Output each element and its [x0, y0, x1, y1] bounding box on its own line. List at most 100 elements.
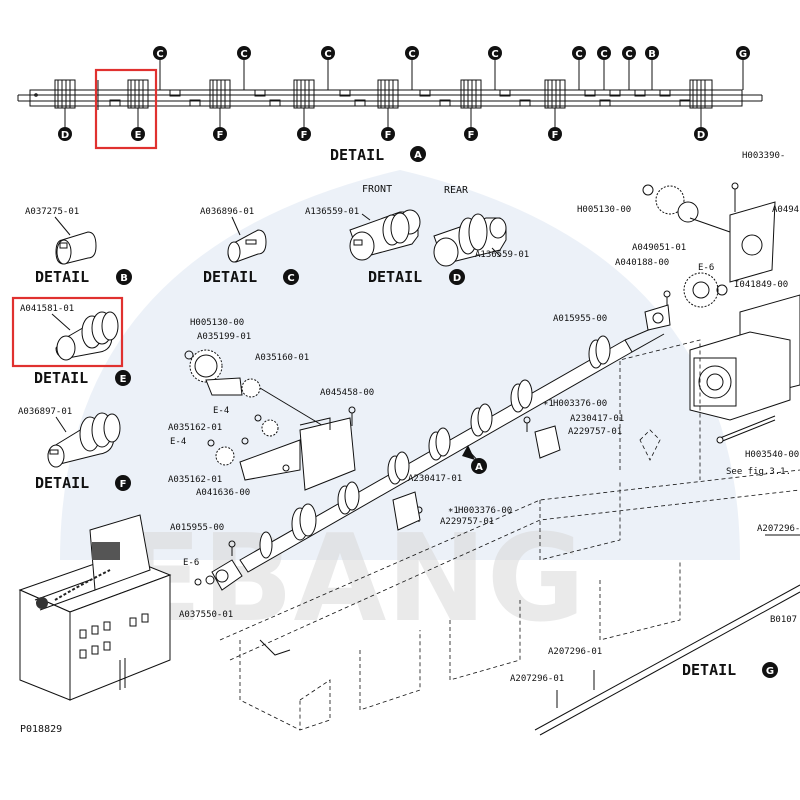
label-a229757-lower: A229757-01: [440, 517, 494, 527]
detail-g-rods: [534, 534, 800, 736]
label-front: FRONT: [362, 184, 392, 195]
label-mark-1-upper: ∗1: [543, 399, 554, 409]
callout-g-title: G: [762, 662, 778, 678]
detail-b: A037275-01 DETAIL: [25, 207, 97, 286]
gear-group-left: [184, 349, 356, 491]
svg-text:E: E: [135, 130, 142, 141]
label-a035199: A035199-01: [197, 332, 251, 342]
callout-c-1: C: [153, 46, 167, 60]
label-h003376-lower: H003376-00: [458, 506, 512, 516]
svg-text:D: D: [61, 130, 69, 141]
label-a036897: A036897-01: [18, 407, 72, 417]
svg-text:C: C: [625, 49, 632, 60]
callout-d-2: D: [694, 127, 708, 141]
label-h005130-left: H005130-00: [190, 318, 244, 328]
svg-text:A: A: [475, 462, 483, 473]
label-see-fig: See fig.3.1.: [726, 467, 791, 477]
label-a015955-right: A015955-00: [553, 314, 607, 324]
callout-c-2: C: [237, 46, 251, 60]
label-mark-1-lower: ∗1: [448, 506, 459, 516]
label-a0494: A0494: [772, 205, 799, 215]
detail-f-title: DETAIL: [35, 474, 89, 492]
svg-text:C: C: [324, 49, 331, 60]
detail-e-title: DETAIL: [34, 369, 88, 387]
label-a035162-lower: A035162-01: [168, 475, 222, 485]
detail-f: A036897-01 DETAIL: [18, 407, 121, 492]
detail-g-title: DETAIL: [682, 661, 736, 679]
label-a036896: A036896-01: [200, 207, 254, 217]
callout-f-title: F: [115, 475, 131, 491]
callout-b-top: B: [645, 46, 659, 60]
callout-c-8: C: [622, 46, 636, 60]
svg-text:A: A: [414, 150, 422, 161]
callout-c-7: C: [597, 46, 611, 60]
label-a035162-upper: A035162-01: [168, 423, 222, 433]
callout-g-top: G: [736, 46, 750, 60]
svg-text:B: B: [648, 49, 656, 60]
detail-d: FRONT REAR A136559-01 A136559-01 DETAIL: [305, 184, 529, 286]
label-a229757-upper: A229757-01: [568, 427, 622, 437]
svg-text:G: G: [766, 666, 774, 677]
callout-c-3: C: [321, 46, 335, 60]
svg-text:C: C: [287, 273, 294, 284]
svg-text:B: B: [120, 273, 128, 284]
label-a230417-upper: A230417-01: [570, 414, 624, 424]
bearing-left: [194, 540, 243, 591]
detail-a-title: DETAIL: [330, 146, 384, 164]
svg-text:C: C: [575, 49, 582, 60]
mid-brackets: [392, 416, 561, 531]
svg-text:E: E: [120, 374, 127, 385]
callout-e-title: E: [115, 370, 131, 386]
callout-d-1: D: [58, 127, 72, 141]
frame-dashed: [219, 339, 800, 731]
detail-d-title: DETAIL: [368, 268, 422, 286]
highlight-box-detail-e-on-shaft: [94, 68, 158, 150]
label-a230417-lower: A230417-01: [408, 474, 462, 484]
gear-group-right: [642, 182, 800, 444]
label-a041636: A041636-00: [196, 488, 250, 498]
svg-text:C: C: [408, 49, 415, 60]
label-a207296-left: A207296-01: [510, 674, 564, 684]
svg-text:C: C: [156, 49, 163, 60]
highlight-box-detail-e-part: [11, 296, 124, 368]
label-e4-upper: E-4: [213, 406, 229, 416]
label-a035160: A035160-01: [255, 353, 309, 363]
label-a207296-right: A207296-01: [757, 524, 800, 534]
label-a049051: A049051-01: [632, 243, 686, 253]
svg-text:C: C: [240, 49, 247, 60]
machine-overview: [18, 514, 172, 701]
label-h005130-right: H005130-00: [577, 205, 631, 215]
callout-e-1: E: [131, 127, 145, 141]
svg-text:D: D: [453, 273, 461, 284]
label-e6-left: E-6: [183, 558, 199, 568]
callout-f-4: F: [464, 127, 478, 141]
svg-text:F: F: [217, 130, 224, 141]
detail-e: A041581-01 DETAIL: [20, 304, 119, 387]
callout-f-3: F: [381, 127, 395, 141]
callout-c-4: C: [405, 46, 419, 60]
label-a207296-mid: A207296-01: [548, 647, 602, 657]
label-h003376-upper: H003376-00: [553, 399, 607, 409]
svg-text:F: F: [120, 479, 127, 490]
label-a037275: A037275-01: [25, 207, 79, 217]
detail-b-title: DETAIL: [35, 268, 89, 286]
detail-c: A036896-01 DETAIL: [200, 207, 267, 286]
callout-f-2: F: [297, 127, 311, 141]
callout-a-main: A: [471, 458, 487, 474]
svg-text:F: F: [468, 130, 475, 141]
callout-c-title: C: [283, 269, 299, 285]
svg-text:F: F: [301, 130, 308, 141]
callout-d-title: D: [449, 269, 465, 285]
label-h003540: H003540-00: [745, 450, 799, 460]
label-a037550: A037550-01: [179, 610, 233, 620]
svg-text:F: F: [385, 130, 392, 141]
detail-c-title: DETAIL: [203, 268, 257, 286]
document-id: P018829: [20, 724, 62, 735]
label-i041849: I041849-00: [734, 280, 788, 290]
label-a045458: A045458-00: [320, 388, 374, 398]
callout-b-title: B: [116, 269, 132, 285]
label-a136559-front: A136559-01: [305, 207, 359, 217]
detail-a-shaft: [17, 58, 763, 128]
svg-text:C: C: [491, 49, 498, 60]
